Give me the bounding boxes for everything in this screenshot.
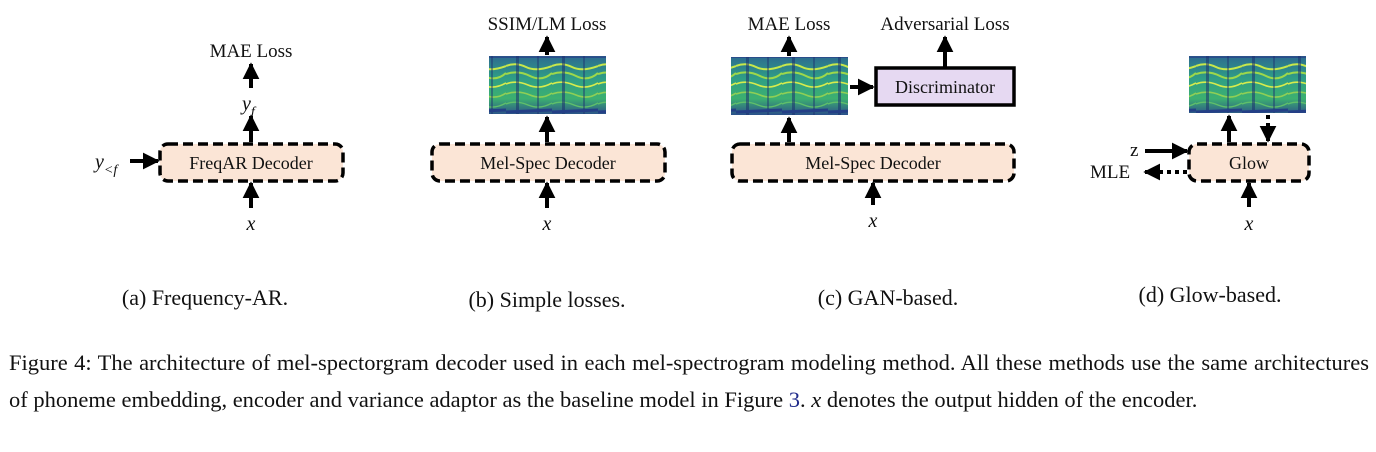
panel-c-decoder-label: Mel-Spec Decoder — [805, 153, 940, 173]
panel-d-spectrogram — [1189, 56, 1306, 113]
glow-box — [1187, 142, 1311, 183]
panel-b-input-var: x — [542, 213, 552, 235]
panel-c-adversarial-label: Adversarial Loss — [880, 14, 1009, 35]
panel-d-mle-label: MLE — [1090, 162, 1130, 183]
panel-c-spectrogram — [731, 57, 848, 115]
panel-a-output-var: yf — [240, 93, 257, 120]
panel-d-input-var: x — [1244, 213, 1254, 235]
panel-a-side-input-var: y<f — [93, 151, 119, 178]
caption-sep: . — [799, 387, 812, 412]
panel-c-input-var: x — [868, 210, 878, 232]
caption-text: Figure 4: The architecture of mel-specto… — [9, 350, 1369, 412]
panel-d-caption: (d) Glow-based. — [1139, 282, 1282, 307]
freqar-decoder-label: FreqAR Decoder — [189, 153, 312, 173]
figure-caption: Figure 4: The architecture of mel-specto… — [9, 344, 1369, 418]
discriminator-label: Discriminator — [895, 77, 995, 97]
panel-d-z-label: z — [1130, 140, 1138, 161]
panel-b: SSIM/LM Loss Mel-Spec Decoder x (b) Simp… — [430, 14, 667, 312]
panel-c-caption: (c) GAN-based. — [818, 285, 959, 310]
glow-label: Glow — [1229, 153, 1269, 173]
panel-c: MAE Loss Discriminator Adversarial Loss … — [730, 14, 1016, 310]
panel-a-input-var: x — [246, 213, 256, 235]
panel-a: MAE Loss yf FreqAR Decoder y<f x (a) Fre… — [93, 41, 345, 310]
discriminator-box — [874, 66, 1016, 107]
freqar-decoder-box — [158, 142, 345, 183]
panel-b-decoder-label: Mel-Spec Decoder — [480, 153, 615, 173]
panel-d: Glow z MLE x (d) Glow-based. — [1090, 56, 1311, 307]
panel-b-caption: (b) Simple losses. — [468, 287, 625, 312]
figure-diagram: MAE Loss yf FreqAR Decoder y<f x (a) Fre… — [93, 14, 1311, 312]
panel-c-output-label: MAE Loss — [748, 14, 831, 35]
panel-a-output-label: MAE Loss — [210, 41, 293, 62]
panel-b-output-label: SSIM/LM Loss — [488, 14, 607, 35]
caption-math-x: x — [811, 387, 822, 412]
figure-ref-link[interactable]: 3 — [788, 387, 800, 412]
panel-b-decoder-box — [430, 142, 667, 183]
caption-suffix: denotes the output hidden of the encoder… — [821, 387, 1198, 412]
panel-c-decoder-box — [730, 142, 1016, 183]
panel-b-spectrogram — [489, 56, 606, 114]
panel-a-caption: (a) Frequency-AR. — [122, 285, 288, 310]
